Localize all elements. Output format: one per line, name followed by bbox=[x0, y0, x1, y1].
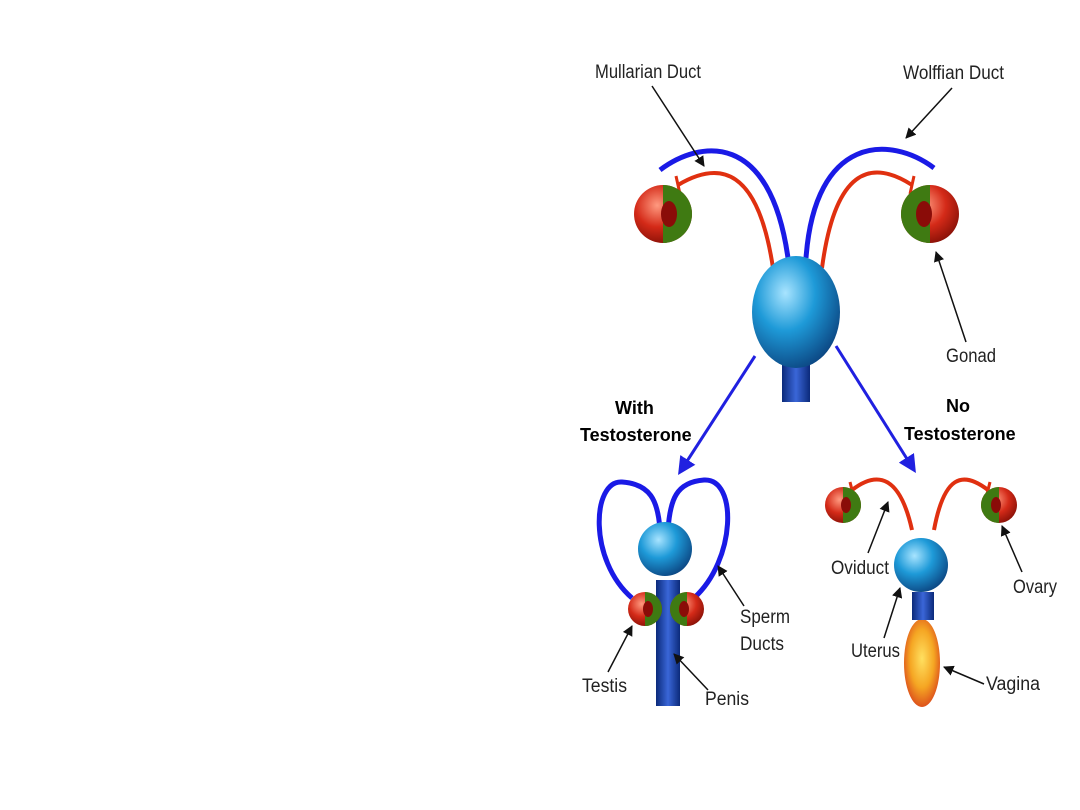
arrow-testis bbox=[607, 625, 633, 673]
wolffian-duct-right bbox=[803, 146, 936, 259]
undifferentiated-system bbox=[634, 146, 959, 402]
male-system bbox=[596, 477, 731, 706]
sperm-duct-right bbox=[665, 477, 731, 600]
label-sperm-ducts-1: Sperm bbox=[740, 607, 790, 628]
arrow-ovary bbox=[1000, 525, 1023, 573]
arrow-penis bbox=[673, 653, 709, 691]
ovary-right bbox=[981, 487, 1017, 523]
label-oviduct: Oviduct bbox=[831, 558, 890, 579]
label-no-testosterone-1: No bbox=[946, 396, 970, 416]
label-no-testosterone-2: Testosterone bbox=[904, 424, 1016, 444]
label-with-testosterone-2: Testosterone bbox=[580, 425, 692, 445]
arrow-uterus bbox=[883, 586, 903, 639]
arrow-to-male bbox=[678, 355, 757, 476]
arrow-wolffian bbox=[905, 87, 953, 139]
arrow-gonad bbox=[934, 251, 967, 343]
arrow-oviduct bbox=[867, 501, 890, 554]
label-vagina: Vagina bbox=[986, 674, 1040, 695]
bladder-top bbox=[752, 256, 840, 368]
label-sperm-ducts-2: Ducts bbox=[740, 634, 784, 655]
urogenital-sinus-top bbox=[782, 364, 810, 402]
mullerian-duct-left bbox=[676, 171, 775, 269]
ovary-left bbox=[825, 487, 861, 523]
label-ovary: Ovary bbox=[1013, 577, 1057, 598]
label-mullerian-duct: Mullarian Duct bbox=[595, 62, 702, 83]
arrow-sperm-ducts bbox=[717, 565, 745, 607]
sperm-duct-left bbox=[596, 479, 663, 600]
oviduct-left bbox=[850, 477, 914, 531]
bladder-male bbox=[638, 522, 692, 576]
arrow-vagina bbox=[943, 665, 985, 685]
gonad-left bbox=[634, 185, 692, 243]
testis-right bbox=[670, 592, 704, 626]
label-uterus: Uterus bbox=[851, 641, 900, 662]
gonad-right bbox=[901, 185, 959, 243]
arrow-to-female bbox=[834, 345, 916, 474]
wolffian-duct-left bbox=[658, 148, 791, 259]
mullerian-duct-right bbox=[820, 170, 914, 269]
label-gonad: Gonad bbox=[946, 346, 996, 367]
uterus-neck bbox=[912, 592, 934, 620]
testis-left bbox=[628, 592, 662, 626]
label-testis: Testis bbox=[582, 676, 627, 697]
uterus-bladder bbox=[894, 538, 948, 592]
arrow-mullerian bbox=[651, 85, 705, 167]
label-wolffian-duct: Wolffian Duct bbox=[903, 63, 1005, 84]
vagina bbox=[904, 619, 940, 707]
label-penis: Penis bbox=[705, 689, 749, 710]
oviduct-right bbox=[932, 477, 990, 531]
label-with-testosterone-1: With bbox=[615, 398, 654, 418]
female-system bbox=[825, 477, 1017, 707]
